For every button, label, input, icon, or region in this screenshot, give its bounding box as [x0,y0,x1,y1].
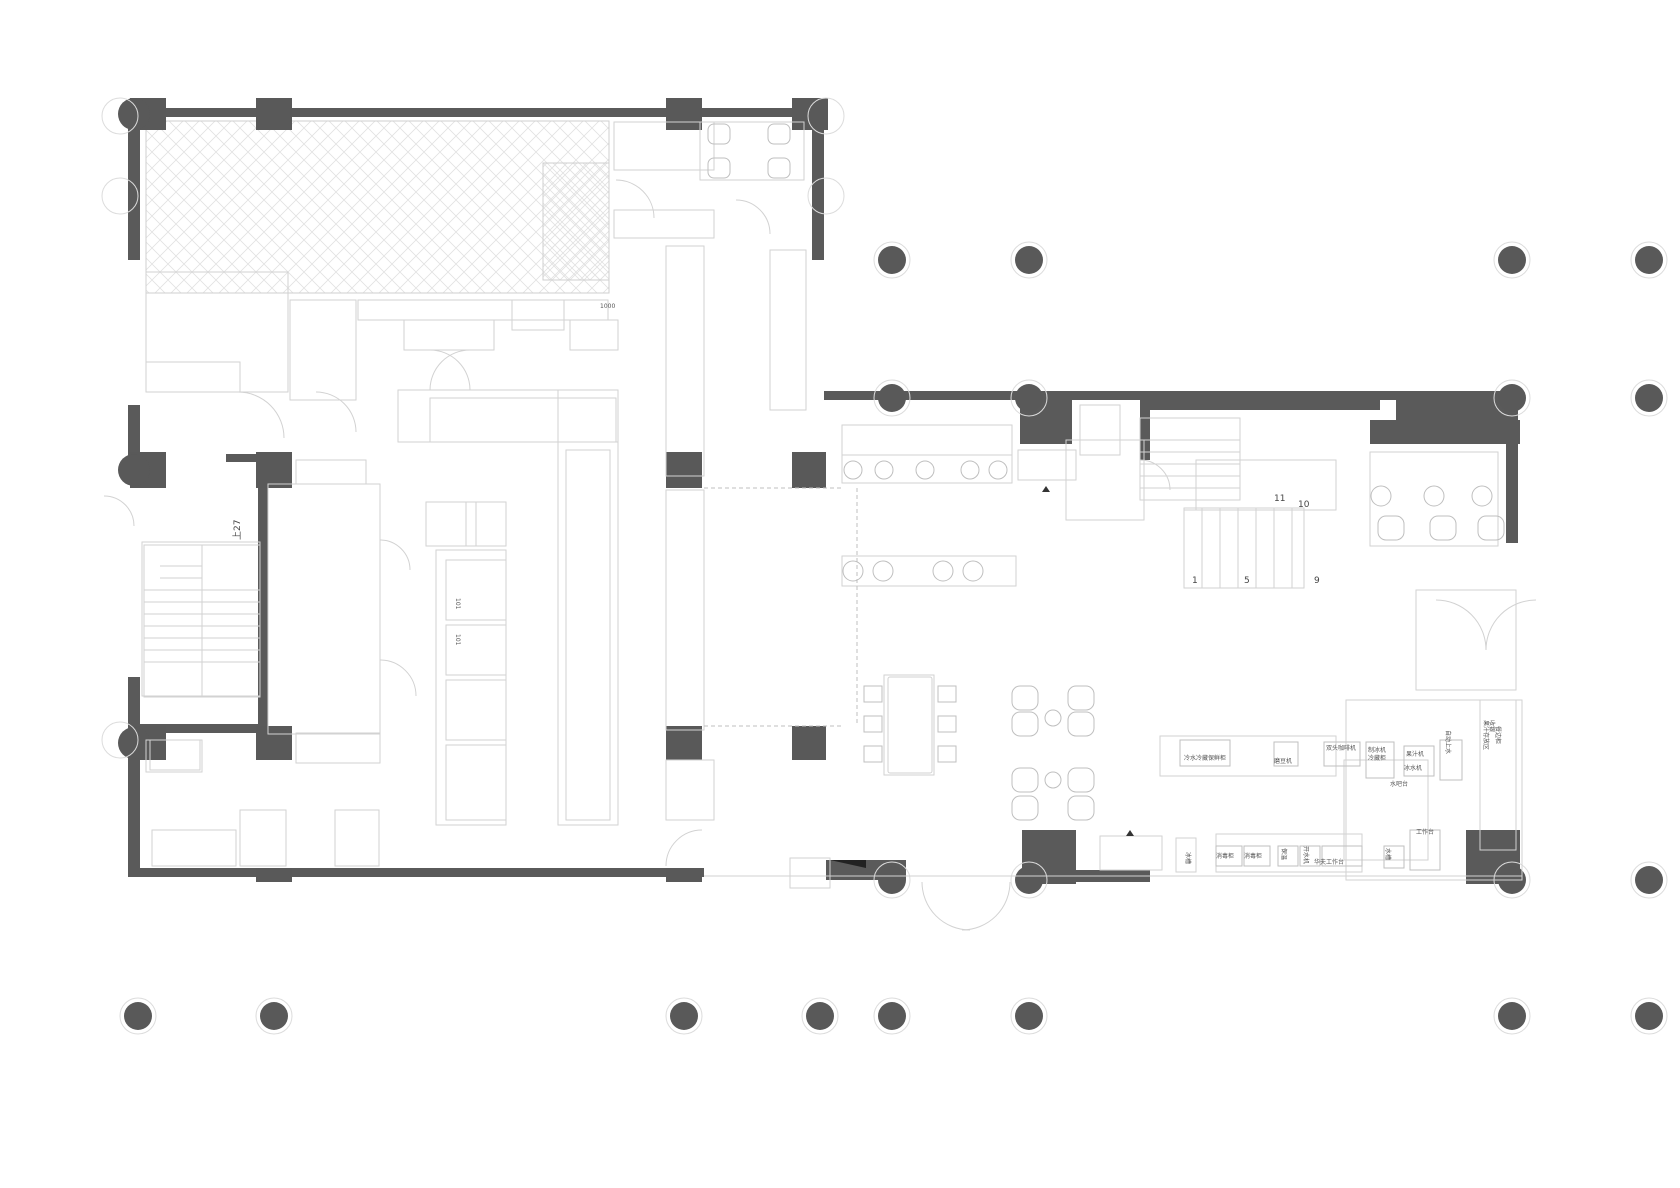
left-stair [143,544,261,698]
entrance-marker [830,860,866,868]
dining-chairs [707,123,1505,821]
espresso-machine-label: 双头咖啡机 [1326,744,1356,752]
direction-marker-2 [1126,830,1134,836]
fridge-under-label: 冷藏柜 [1368,754,1386,762]
stair-number-9: 9 [1314,576,1320,586]
right-block-walls [824,391,1520,884]
bar-stools [842,460,1493,789]
workbench-label: 工作台 [1416,828,1434,836]
stair-number-10: 10 [1298,500,1310,510]
sanitizer-1-label: 消毒柜 [1216,852,1234,860]
ice-maker-label: 制冰机 [1368,746,1386,754]
juice-storage-label: 果汁存放区 [1482,720,1490,750]
hatched-storage-area [145,120,610,294]
stair-up-label: 上27 [232,520,243,540]
dimension-101-b: 101 [454,634,461,646]
waffle-workbench-label: 华夫工作台 [1314,858,1344,866]
cashier-label: 收银 [1488,720,1496,732]
column-caps [118,98,824,759]
water-cooler-label: 冰水机 [1404,764,1422,772]
counter-equipment [1179,739,1463,871]
drink-rack-label: 水吧台 [1390,780,1408,788]
cold-drink-cabinet-label: 冷水冷藏保鲜柜 [1184,754,1226,762]
sink-label: 水槽 [1384,848,1392,860]
stair-number-11: 11 [1274,494,1285,504]
stair-number-1: 1 [1192,576,1198,586]
warmer-label: 保温 [1280,848,1288,860]
right-block-interior [704,404,1523,881]
right-stair [1140,439,1305,589]
direction-marker [1042,486,1050,492]
hatched-storage-area-2 [542,162,610,281]
auto-feeder-label: 自动上水 [1444,730,1452,754]
sideboard-label: 餐边柜 [1494,726,1502,744]
grid-columns [101,97,1668,1035]
left-block-interior [141,121,831,889]
water-boiler-label: 开水机 [1302,846,1310,864]
ice-bin-label: 冰槽 [1184,852,1192,864]
sanitizer-2-label: 消毒柜 [1244,852,1262,860]
stair-number-5: 5 [1244,576,1250,586]
juice-machine-label: 果汁机 [1406,750,1424,758]
dimension-label: 1000 [600,303,615,310]
square-columns [130,98,828,882]
dimension-101-a: 101 [454,598,461,610]
door-swings [103,179,1537,931]
coffee-grinder-label: 磨豆机 [1274,757,1292,765]
